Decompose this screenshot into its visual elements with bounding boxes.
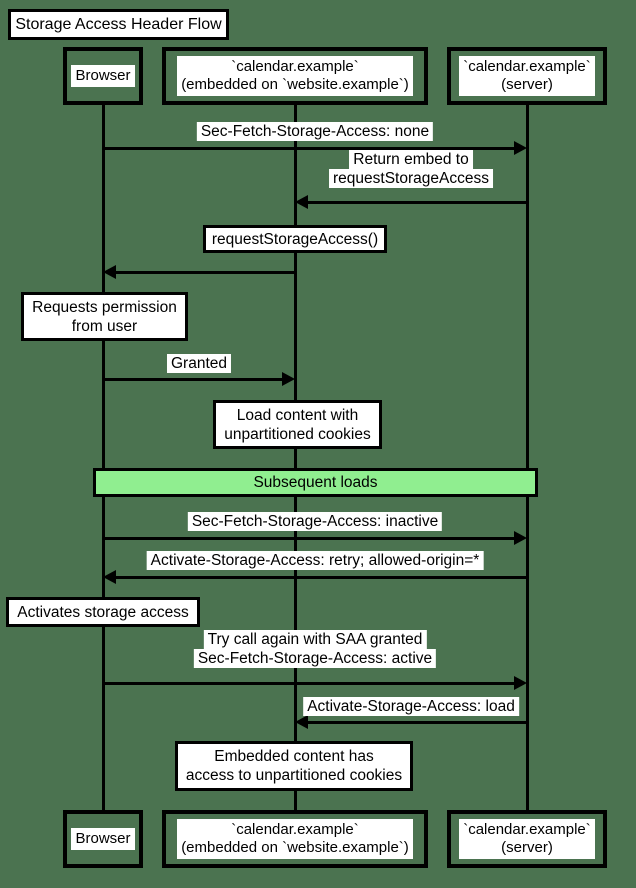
note-text: Embedded content has access to unpartiti… [185,748,403,784]
message-text: requestStorageAccess [329,169,493,188]
lifeline-browser [102,105,105,810]
message-label-try-again: Try call again with SAA granted Sec-Fetc… [193,630,437,668]
note-text: Load content with unpartitioned cookies [224,406,371,443]
arrowhead-right-icon [514,676,527,690]
note-requests-permission: Requests permission from user [21,292,188,341]
message-text: Sec-Fetch-Storage-Access: inactive [187,512,443,531]
arrowhead-left-icon [103,265,116,279]
arrow-sec-fetch-inactive [103,537,516,540]
note-load-content: Load content with unpartitioned cookies [213,400,382,449]
participant-label: `calendar.example` (embedded on `website… [177,56,413,96]
participant-embedded-bottom: `calendar.example` (embedded on `website… [162,810,428,868]
participant-label: `calendar.example` (server) [459,56,595,96]
message-label-return-embed: Return embed to requestStorageAccess [329,150,493,188]
arrow-try-again-active [103,682,516,685]
note-request-storage-access: requestStorageAccess() [203,225,387,253]
arrowhead-right-icon [282,372,295,386]
arrowhead-left-icon [103,570,116,584]
message-label-granted: Granted [166,354,232,373]
arrow-request-storage-access [115,271,295,274]
message-label-sec-fetch-none: Sec-Fetch-Storage-Access: none [196,122,434,141]
message-text: Activate-Storage-Access: retry; allowed-… [146,551,484,570]
note-text: Activates storage access [17,603,189,621]
arrow-granted [103,378,284,381]
participant-browser-bottom: Browser [63,810,143,868]
note-activates-storage: Activates storage access [6,597,200,627]
arrowhead-right-icon [514,141,527,155]
participant-server-bottom: `calendar.example` (server) [447,810,607,868]
participant-embedded-top: `calendar.example` (embedded on `website… [162,47,428,105]
message-label-sec-fetch-inactive: Sec-Fetch-Storage-Access: inactive [187,512,443,531]
arrow-activate-load [307,721,527,724]
arrow-sec-fetch-none [103,147,516,150]
arrow-activate-retry [115,576,527,579]
diagram-title-text: Storage Access Header Flow [15,15,222,33]
note-text: requestStorageAccess() [211,230,379,248]
arrowhead-right-icon [514,531,527,545]
arrow-return-embed [307,201,527,204]
participant-label: Browser [71,828,135,850]
section-band-subsequent-loads: Subsequent loads [93,468,538,497]
participant-server-top: `calendar.example` (server) [447,47,607,105]
lifeline-server [526,105,529,810]
section-label: Subsequent loads [253,473,378,491]
message-text: Granted [166,354,232,373]
participant-label: Browser [71,65,135,87]
message-text: Sec-Fetch-Storage-Access: active [193,649,437,668]
participant-browser-top: Browser [63,47,143,105]
participant-label: `calendar.example` (server) [459,819,595,859]
diagram-title: Storage Access Header Flow [8,9,229,40]
message-text: Return embed to [349,150,473,169]
message-label-activate-load: Activate-Storage-Access: load [303,697,519,716]
message-text: Sec-Fetch-Storage-Access: none [196,122,434,141]
participant-label: `calendar.example` (embedded on `website… [177,819,413,859]
note-text: Requests permission from user [32,298,177,335]
message-text: Try call again with SAA granted [203,630,427,649]
note-embedded-access: Embedded content has access to unpartiti… [175,741,413,791]
message-label-activate-retry: Activate-Storage-Access: retry; allowed-… [146,551,484,570]
arrowhead-left-icon [295,715,308,729]
message-text: Activate-Storage-Access: load [303,697,519,716]
arrowhead-left-icon [295,195,308,209]
lifeline-embedded-frame [294,105,297,810]
